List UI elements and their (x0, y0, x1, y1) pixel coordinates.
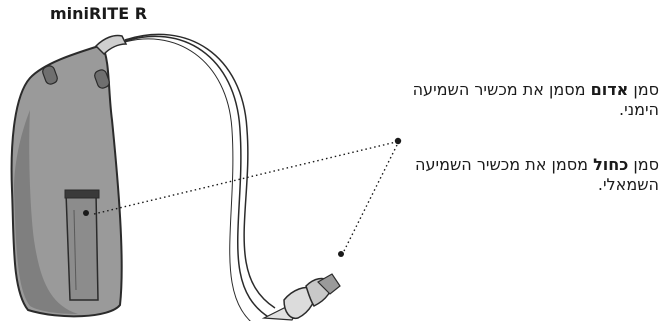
red-note-prefix: סמן (628, 80, 659, 99)
device-title: miniRITE R (50, 4, 148, 23)
blue-note-suffix: מסמן את מכשיר השמיעה השמאלי. (415, 155, 659, 194)
body-marker-dot (83, 210, 89, 216)
hearing-aid-body (10, 34, 128, 318)
red-marker-note: סמן אדום מסמן את מכשיר השמיעה הימני. (399, 80, 659, 120)
blue-marker-note: סמן כחול מסמן את מכשיר השמיעה השמאלי. (399, 155, 659, 195)
red-note-suffix: מסמן את מכשיר השמיעה הימני. (412, 80, 659, 119)
receiver-wire (117, 38, 252, 321)
receiver-marker-dot (338, 251, 344, 257)
leader-origin-dot (394, 137, 402, 145)
blue-note-prefix: סמן (628, 155, 659, 174)
leader-line-receiver (343, 144, 398, 252)
blue-note-color-word: כחול (593, 155, 629, 174)
red-note-color-word: אדום (590, 80, 629, 99)
receiver-earpiece (261, 273, 341, 321)
